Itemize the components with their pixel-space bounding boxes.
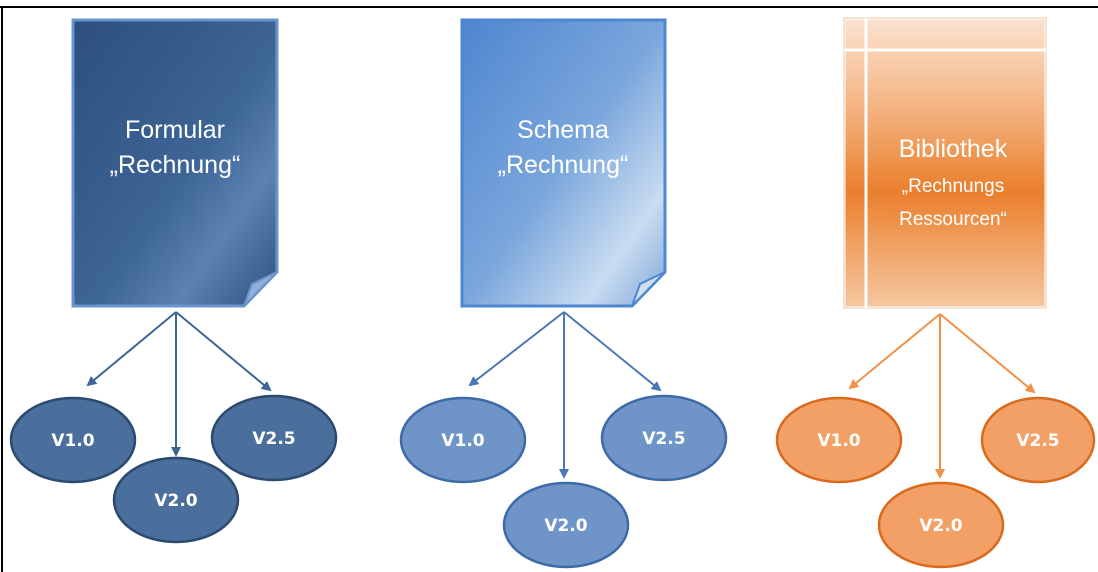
formular-arrow-v25: [175, 311, 272, 392]
bibliothek-group: Bibliothek „Rechnungs Ressourcen“ V1.0 V…: [775, 16, 1096, 569]
formular-version-node-v2: [112, 456, 240, 544]
bibliothek-version-label-v2: V2.0: [919, 516, 962, 536]
schema-arrow-v1: [468, 311, 565, 387]
bibliothek-version-node-v1: [775, 396, 903, 484]
schema-version-label-v1: V1.0: [441, 431, 484, 451]
schema-version-node-v2: [502, 481, 630, 569]
schema-title-line1: Schema: [517, 116, 609, 144]
formular-version-label-v2: V2.0: [154, 491, 197, 511]
formular-version-label-v25: V2.5: [252, 429, 295, 449]
formular-version-label-v1: V1.0: [51, 431, 94, 451]
schema-version-label-v2: V2.0: [544, 516, 587, 536]
bibliothek-title-line2: „Rechnungs: [902, 176, 1004, 197]
schema-title-line2: „Rechnung“: [498, 151, 629, 179]
bibliothek-title-line3: Ressourcen“: [899, 209, 1007, 230]
formular-version-node-v1: [9, 396, 137, 484]
schema-arrow-v25: [563, 311, 662, 392]
bibliothek-arrow-v25: [939, 313, 1036, 394]
bibliothek-version-node-v2: [877, 481, 1005, 569]
bibliothek-version-label-v25: V2.5: [1016, 431, 1059, 451]
bibliothek-book-shape: [842, 16, 1048, 310]
formular-version-node-v25: [210, 394, 338, 482]
schema-version-label-v25: V2.5: [642, 429, 685, 449]
bibliothek-version-label-v1: V1.0: [817, 431, 860, 451]
formular-title-line2: „Rechnung“: [110, 151, 241, 179]
bibliothek-title-line1: Bibliothek: [899, 135, 1008, 163]
bibliothek-book-outline: [843, 17, 1047, 309]
formular-group: Formular „Rechnung“ V1.0 V2.0 V2.5: [9, 18, 338, 544]
formular-page-curl: [243, 271, 278, 307]
schema-version-node-v25: [600, 394, 728, 482]
schema-page-curl: [631, 271, 666, 307]
schema-version-node-v1: [399, 396, 527, 484]
schema-group: Schema „Rechnung“ V1.0 V2.0 V2.5: [399, 18, 728, 569]
bibliothek-version-node-v25: [980, 396, 1096, 484]
bibliothek-arrow-v1: [848, 313, 941, 390]
formular-title-line1: Formular: [125, 116, 225, 144]
formular-arrow-v1: [86, 311, 177, 387]
